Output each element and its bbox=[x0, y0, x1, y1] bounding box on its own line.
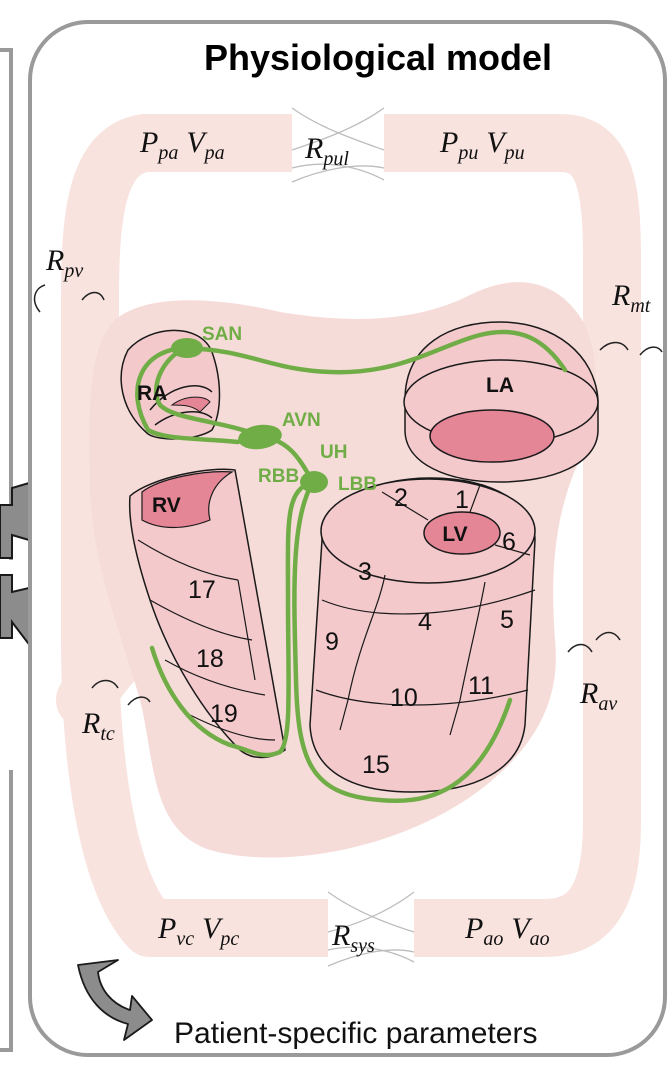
segment-10: 10 bbox=[390, 684, 418, 712]
ra-label: RA bbox=[137, 382, 167, 405]
segment-5: 5 bbox=[500, 606, 514, 634]
lbb-label: LBB bbox=[338, 474, 377, 495]
segment-1: 1 bbox=[455, 486, 469, 514]
lv-label: LV bbox=[442, 523, 467, 546]
left-panel-edge-top bbox=[0, 50, 11, 560]
rv-label: RV bbox=[152, 494, 181, 517]
segment-18: 18 bbox=[196, 645, 224, 673]
la-label: LA bbox=[486, 374, 514, 397]
segment-3: 3 bbox=[358, 558, 372, 586]
rbb-label: RBB bbox=[258, 466, 299, 487]
segment-2: 2 bbox=[394, 484, 408, 512]
segment-4: 4 bbox=[418, 608, 432, 636]
left-atrium bbox=[404, 322, 598, 482]
model-title: Physiological model bbox=[204, 37, 552, 78]
san-label: SAN bbox=[202, 324, 242, 345]
segment-6: 6 bbox=[502, 528, 516, 556]
segment-19: 19 bbox=[210, 700, 238, 728]
left-panel-edge-bottom bbox=[0, 770, 11, 1050]
segment-9: 9 bbox=[325, 628, 339, 656]
his-bundle-node bbox=[300, 471, 328, 493]
uh-label: UH bbox=[320, 442, 347, 463]
san-node bbox=[171, 338, 203, 358]
segment-11: 11 bbox=[468, 672, 494, 700]
avn-label: AVN bbox=[282, 410, 321, 431]
segment-17: 17 bbox=[188, 576, 216, 604]
segment-15: 15 bbox=[362, 751, 390, 779]
footer-caption: Patient-specific parameters bbox=[174, 1017, 538, 1050]
